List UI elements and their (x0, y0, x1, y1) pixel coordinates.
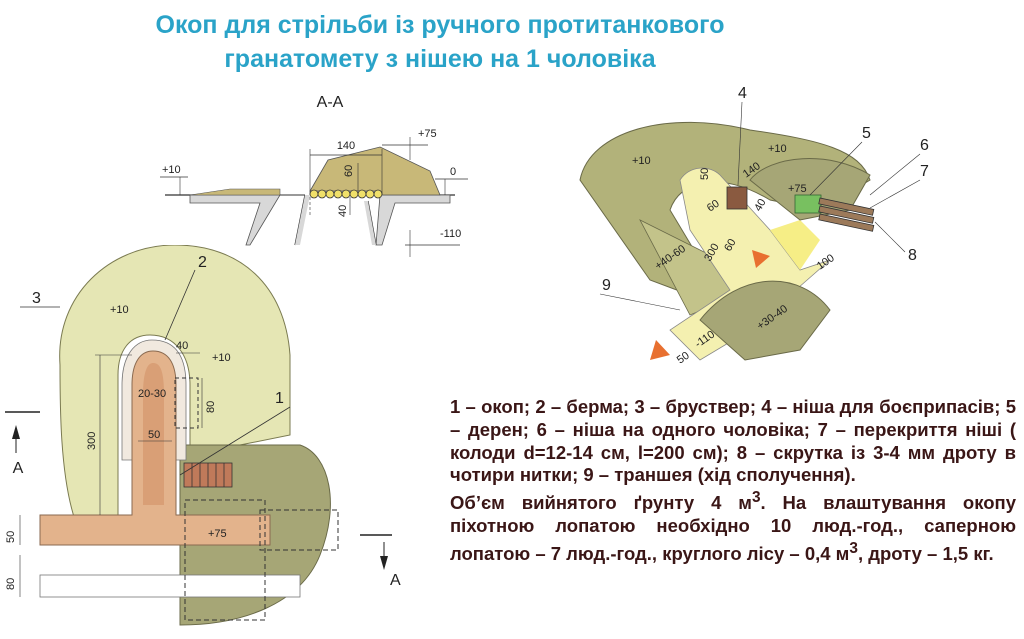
dim-40: 40 (337, 205, 349, 217)
pv-plus10-right: +10 (768, 143, 787, 155)
pv-n4: 4 (738, 85, 747, 102)
section-diagram: А-А 140 +75 +10 0 60 40 -110 (160, 94, 468, 257)
pv-60b: 60 (722, 237, 739, 254)
plan-dim-2030: 20-30 (138, 388, 166, 400)
arrow-a-right: А (390, 572, 401, 589)
pv-50b: 50 (675, 350, 692, 367)
pv-plus75: +75 (788, 183, 807, 195)
legend-items: 1 – окоп; 2 – берма; 3 – бруствер; 4 – н… (450, 396, 1016, 486)
plan-diagram: А А 3 2 1 +10 +10 40 20-30 80 300 50 +75… (5, 245, 401, 626)
perspective-diagram: 4 5 6 7 8 9 +10 +10 140 50 60 40 +75 +40… (579, 85, 929, 367)
legend-text: 1 – окоп; 2 – берма; 3 – бруствер; 4 – н… (450, 396, 1016, 566)
plan-label-3: 3 (32, 290, 41, 307)
dim-140: 140 (337, 140, 355, 152)
pv-n7: 7 (920, 163, 929, 180)
arrow-a-left: А (13, 460, 24, 477)
plan-dim-50-vert: 50 (5, 531, 17, 543)
pv-40: 40 (752, 197, 769, 214)
dim-zero: 0 (450, 166, 456, 178)
pv-n6: 6 (920, 137, 929, 154)
plan-label-2: 2 (198, 254, 207, 271)
plan-dim-300: 300 (86, 432, 98, 450)
plan-dim-40: 40 (176, 340, 188, 352)
plan-dim-80-vert: 80 (5, 578, 17, 590)
section-name: А-А (317, 94, 344, 111)
plan-plus10-right: +10 (212, 352, 231, 364)
title-line-2: гранатомету з нішею на 1 чоловіка (224, 45, 656, 73)
pv-60: 60 (705, 198, 722, 215)
pv-50: 50 (699, 168, 711, 180)
pv-n5: 5 (862, 125, 871, 142)
logs (309, 189, 383, 199)
dim-60: 60 (343, 165, 355, 177)
title-line-1: Окоп для стрільби із ручного протитанков… (155, 11, 725, 39)
pv-n8: 8 (908, 247, 917, 264)
plan-plus75: +75 (208, 528, 227, 540)
plan-label-1: 1 (275, 390, 284, 407)
plan-dim-80: 80 (205, 401, 217, 413)
dim-plus75: +75 (418, 128, 437, 140)
legend-volume: Об’єм вийнятого ґрунту 4 м3. На влаштува… (450, 489, 1016, 565)
plan-dim-50: 50 (148, 429, 160, 441)
dim-minus110: -110 (440, 228, 461, 240)
dim-plus10: +10 (162, 164, 181, 176)
pv-plus10-left: +10 (632, 155, 651, 167)
pv-n9: 9 (602, 277, 611, 294)
plan-plus10-top: +10 (110, 304, 129, 316)
page-title: Окоп для стрільби із ручного протитанков… (60, 8, 820, 76)
